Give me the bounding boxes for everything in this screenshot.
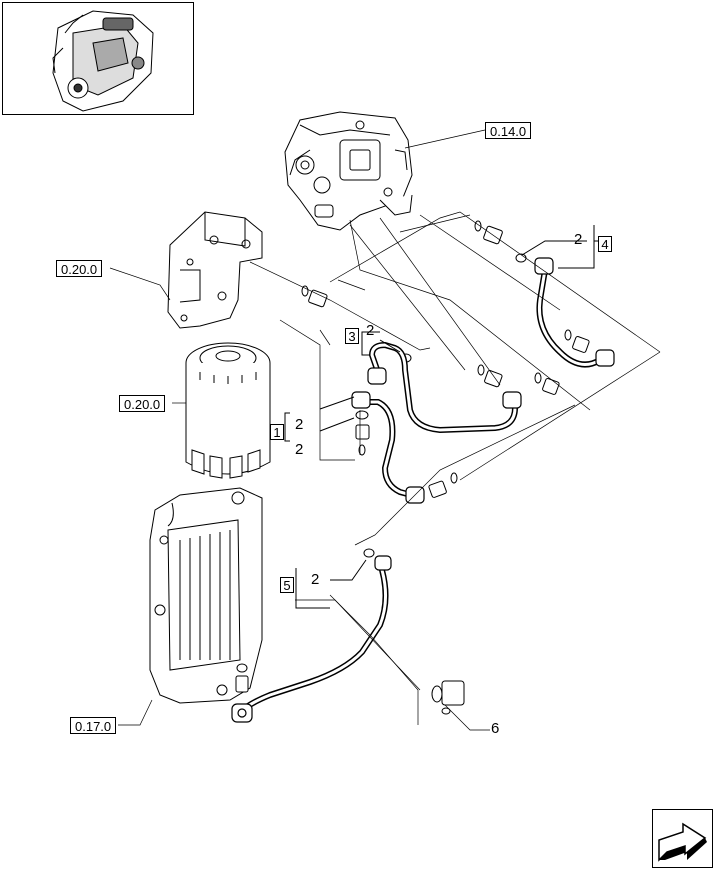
item-number-2-kit1-bottom: 2 bbox=[295, 441, 304, 458]
item-number-6: 6 bbox=[491, 720, 500, 737]
banjo-connectors-drawing bbox=[231, 257, 615, 723]
fuel-filter-drawing bbox=[185, 342, 271, 479]
kit-box-5: 5 bbox=[280, 577, 294, 593]
ref-label-pump[interactable]: 0.14.0 bbox=[485, 122, 532, 139]
ref-label-filter[interactable]: 0.20.0 bbox=[119, 395, 166, 412]
mounting-bracket-drawing bbox=[167, 211, 263, 329]
kit-box-1: 1 bbox=[270, 424, 284, 440]
ref-label-bracket[interactable]: 0.20.0 bbox=[56, 260, 103, 277]
engine-thumbnail-icon bbox=[52, 10, 154, 112]
kit-box-3: 3 bbox=[345, 328, 359, 344]
kit-box-4: 4 bbox=[598, 236, 612, 252]
fuel-cooler-drawing bbox=[149, 487, 263, 704]
injection-pump-drawing bbox=[284, 111, 413, 231]
fuel-pipes-drawing bbox=[237, 267, 603, 715]
item-number-2-kit3: 2 bbox=[366, 322, 375, 339]
item-number-2-kit4: 2 bbox=[574, 231, 583, 248]
item-number-2-kit5: 2 bbox=[311, 571, 320, 588]
item-number-2-kit1-top: 2 bbox=[295, 416, 304, 433]
leader-lines bbox=[109, 129, 661, 731]
fittings-drawing bbox=[235, 220, 590, 693]
next-page-arrow-icon bbox=[658, 822, 707, 862]
plug-drawing bbox=[431, 680, 465, 715]
ref-label-cooler[interactable]: 0.17.0 bbox=[70, 717, 117, 734]
engine-thumbnail bbox=[2, 2, 194, 115]
next-page-button[interactable] bbox=[652, 809, 713, 868]
callout-brackets bbox=[284, 225, 598, 609]
